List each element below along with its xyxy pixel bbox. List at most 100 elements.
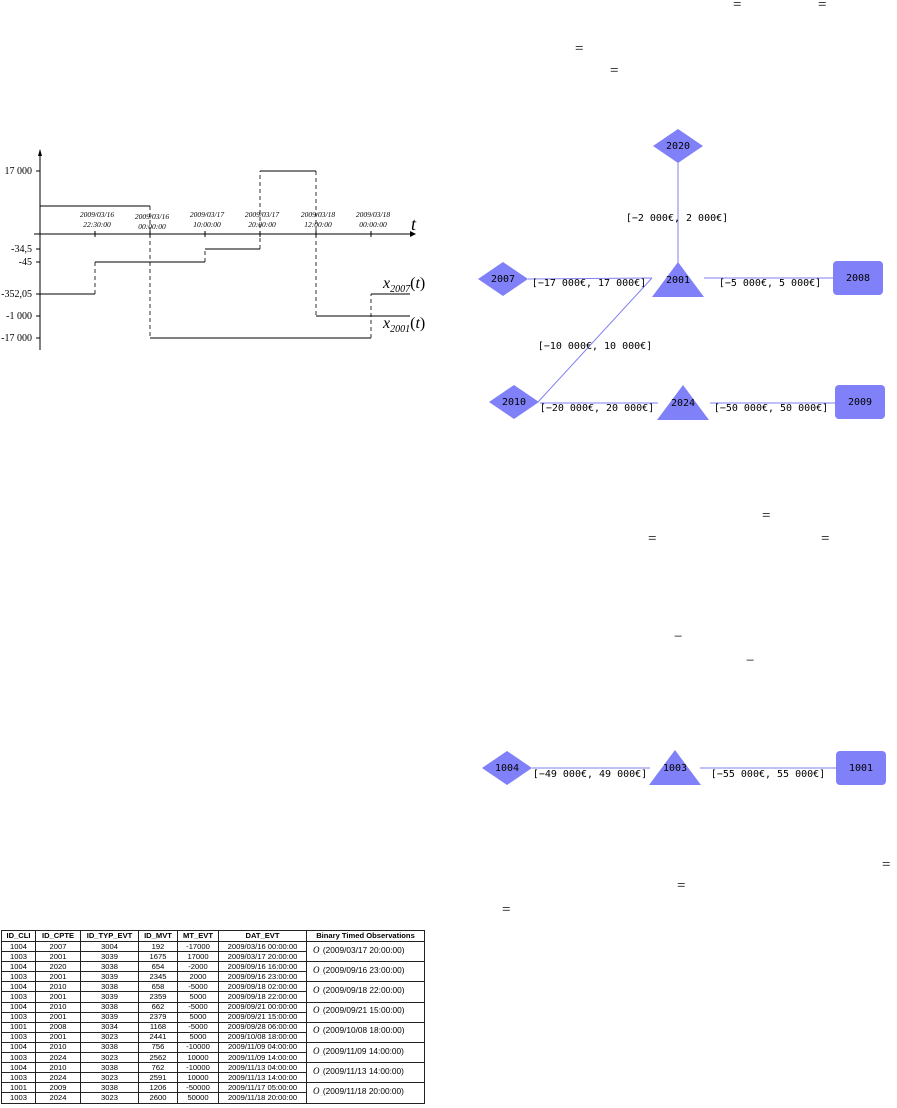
table-cell: 654 bbox=[138, 961, 178, 973]
node-label: 2001 bbox=[666, 275, 690, 286]
legend-x2007: x2007(t) bbox=[382, 275, 425, 295]
table-cell: 2009/11/17 05:00:00 bbox=[218, 1082, 307, 1094]
x-tick-label-date: 2009/03/17 bbox=[245, 210, 279, 219]
equals-mark: = bbox=[648, 531, 657, 547]
table-cell: 10000 bbox=[177, 1052, 219, 1064]
table-cell: 2010 bbox=[35, 1001, 81, 1013]
y-tick-label: -17 000 bbox=[1, 333, 32, 344]
node-triangle-2024 bbox=[657, 385, 709, 420]
table-cell: 2009/11/13 04:00:00 bbox=[218, 1062, 307, 1074]
table-cell: 1003 bbox=[1, 1092, 36, 1104]
x-tick-label-time: 20:00:00 bbox=[248, 220, 276, 229]
legend-x2001: x2001(t) bbox=[382, 315, 425, 335]
observations-table: ID_CLI ID_CPTE ID_TYP_EVT ID_MVT MT_EVT … bbox=[1, 930, 425, 1104]
x-tick-label-time: 00:00:00 bbox=[138, 222, 166, 231]
table-cell: 2024 bbox=[35, 1072, 81, 1084]
x-tick-label-time: 00:00:00 bbox=[359, 220, 387, 229]
x-axis-label: t bbox=[411, 214, 417, 234]
table-cell: -50000 bbox=[177, 1082, 219, 1094]
table-cell: 2009/10/08 18:00:00 bbox=[218, 1031, 307, 1043]
table-cell: 2007 bbox=[35, 940, 81, 953]
x-tick-label-date: 2009/03/18 bbox=[356, 210, 390, 219]
table-cell: 2009/09/18 02:00:00 bbox=[218, 981, 307, 993]
y-tick-label: -34,5 bbox=[11, 244, 32, 255]
table-cell: 1003 bbox=[1, 991, 36, 1003]
edge-label: [−2 000€, 2 000€] bbox=[626, 213, 728, 224]
table-cell: 2009/09/16 16:00:00 bbox=[218, 961, 307, 973]
node-label: 2007 bbox=[491, 274, 515, 285]
edge-label: [−55 000€, 55 000€] bbox=[711, 769, 825, 780]
table-cell: 2379 bbox=[138, 1011, 178, 1023]
table-cell: 2008 bbox=[35, 1021, 81, 1033]
observation-symbol: O bbox=[313, 1045, 320, 1056]
table-cell: 1003 bbox=[1, 1011, 36, 1023]
edge-label: [−10 000€, 10 000€] bbox=[538, 341, 652, 352]
table-cell: 2001 bbox=[35, 951, 81, 963]
node-diamond-2020 bbox=[653, 129, 703, 163]
table-cell: 2009/11/18 20:00:00 bbox=[218, 1092, 307, 1104]
col-header-id-typ-evt: ID_TYP_EVT bbox=[80, 930, 139, 942]
observation-time: (2009/11/18 20:00:00) bbox=[322, 1085, 404, 1096]
node-label: 2009 bbox=[848, 397, 872, 408]
table-cell: 2001 bbox=[35, 991, 81, 1003]
equals-mark: = bbox=[733, 0, 742, 13]
table-cell: 17000 bbox=[177, 951, 219, 963]
table-cell: 2009/11/13 14:00:00 bbox=[218, 1072, 307, 1084]
node-diamond-2010 bbox=[489, 385, 539, 419]
table-cell: 2020 bbox=[35, 961, 81, 973]
observation-symbol: O bbox=[313, 964, 320, 975]
observation-subscript: ... bbox=[319, 1051, 323, 1057]
table-cell: 762 bbox=[138, 1062, 178, 1074]
table-cell: 3039 bbox=[80, 951, 139, 963]
observation-time: (2009/10/08 18:00:00) bbox=[322, 1025, 405, 1036]
table-cell: 2009/09/21 00:00:00 bbox=[218, 1001, 307, 1013]
equals-mark: = bbox=[502, 902, 511, 918]
observation-symbol: O bbox=[313, 944, 320, 955]
minus-mark: − bbox=[674, 629, 683, 645]
y-tick-label: -1 000 bbox=[6, 311, 32, 322]
equals-mark: = bbox=[882, 857, 891, 873]
table-cell: 3038 bbox=[80, 961, 139, 973]
binary-timed-observation: O...(2009/09/16 23:00:00) bbox=[306, 961, 425, 983]
observation-time: (2009/03/17 20:00:00) bbox=[322, 944, 405, 955]
table-cell: 2009 bbox=[35, 1082, 81, 1094]
table-cell: 5000 bbox=[177, 1031, 219, 1043]
node-label: 1001 bbox=[849, 763, 873, 774]
node-square-2008 bbox=[833, 261, 883, 295]
table-cell: 1004 bbox=[1, 961, 36, 973]
table-cell: 1206 bbox=[138, 1082, 178, 1094]
table-cell: 3023 bbox=[80, 1072, 139, 1084]
binary-timed-observation: O...(2009/11/13 14:00:00) bbox=[306, 1062, 425, 1084]
x-tick-label-time: 22:30:00 bbox=[83, 220, 111, 229]
observation-subscript: ... bbox=[319, 950, 323, 956]
col-header-id-mvt: ID_MVT bbox=[138, 930, 178, 942]
table-cell: 3023 bbox=[80, 1031, 139, 1043]
col-header-binary-timed-observations: Binary Timed Observations bbox=[306, 930, 425, 942]
observation-time: (2009/11/09 14:00:00) bbox=[322, 1045, 404, 1056]
observation-time: (2009/09/21 15:00:00) bbox=[322, 1005, 405, 1016]
table-cell: 2359 bbox=[138, 991, 178, 1003]
equals-mark: = bbox=[610, 63, 619, 79]
observation-time: (2009/09/18 22:00:00) bbox=[322, 984, 405, 995]
table-cell: 2001 bbox=[35, 1011, 81, 1023]
node-diamond-1004 bbox=[482, 751, 532, 785]
table-cell: 3038 bbox=[80, 981, 139, 993]
table-cell: 2009/11/09 04:00:00 bbox=[218, 1041, 307, 1054]
edge-label: [−49 000€, 49 000€] bbox=[533, 769, 647, 780]
binary-timed-observation: O...(2009/03/17 20:00:00) bbox=[306, 940, 425, 963]
table-cell: 2591 bbox=[138, 1072, 178, 1084]
edge-label: [−50 000€, 50 000€] bbox=[714, 403, 828, 414]
table-cell: 10000 bbox=[177, 1072, 219, 1084]
binary-timed-observation: O...(2009/09/18 22:00:00) bbox=[306, 981, 425, 1003]
observation-time: (2009/11/13 14:00:00) bbox=[322, 1065, 404, 1076]
table-cell: 1004 bbox=[1, 940, 36, 953]
node-square-1001 bbox=[836, 751, 886, 785]
table-cell: 3039 bbox=[80, 971, 139, 983]
table-cell: 3039 bbox=[80, 1011, 139, 1023]
